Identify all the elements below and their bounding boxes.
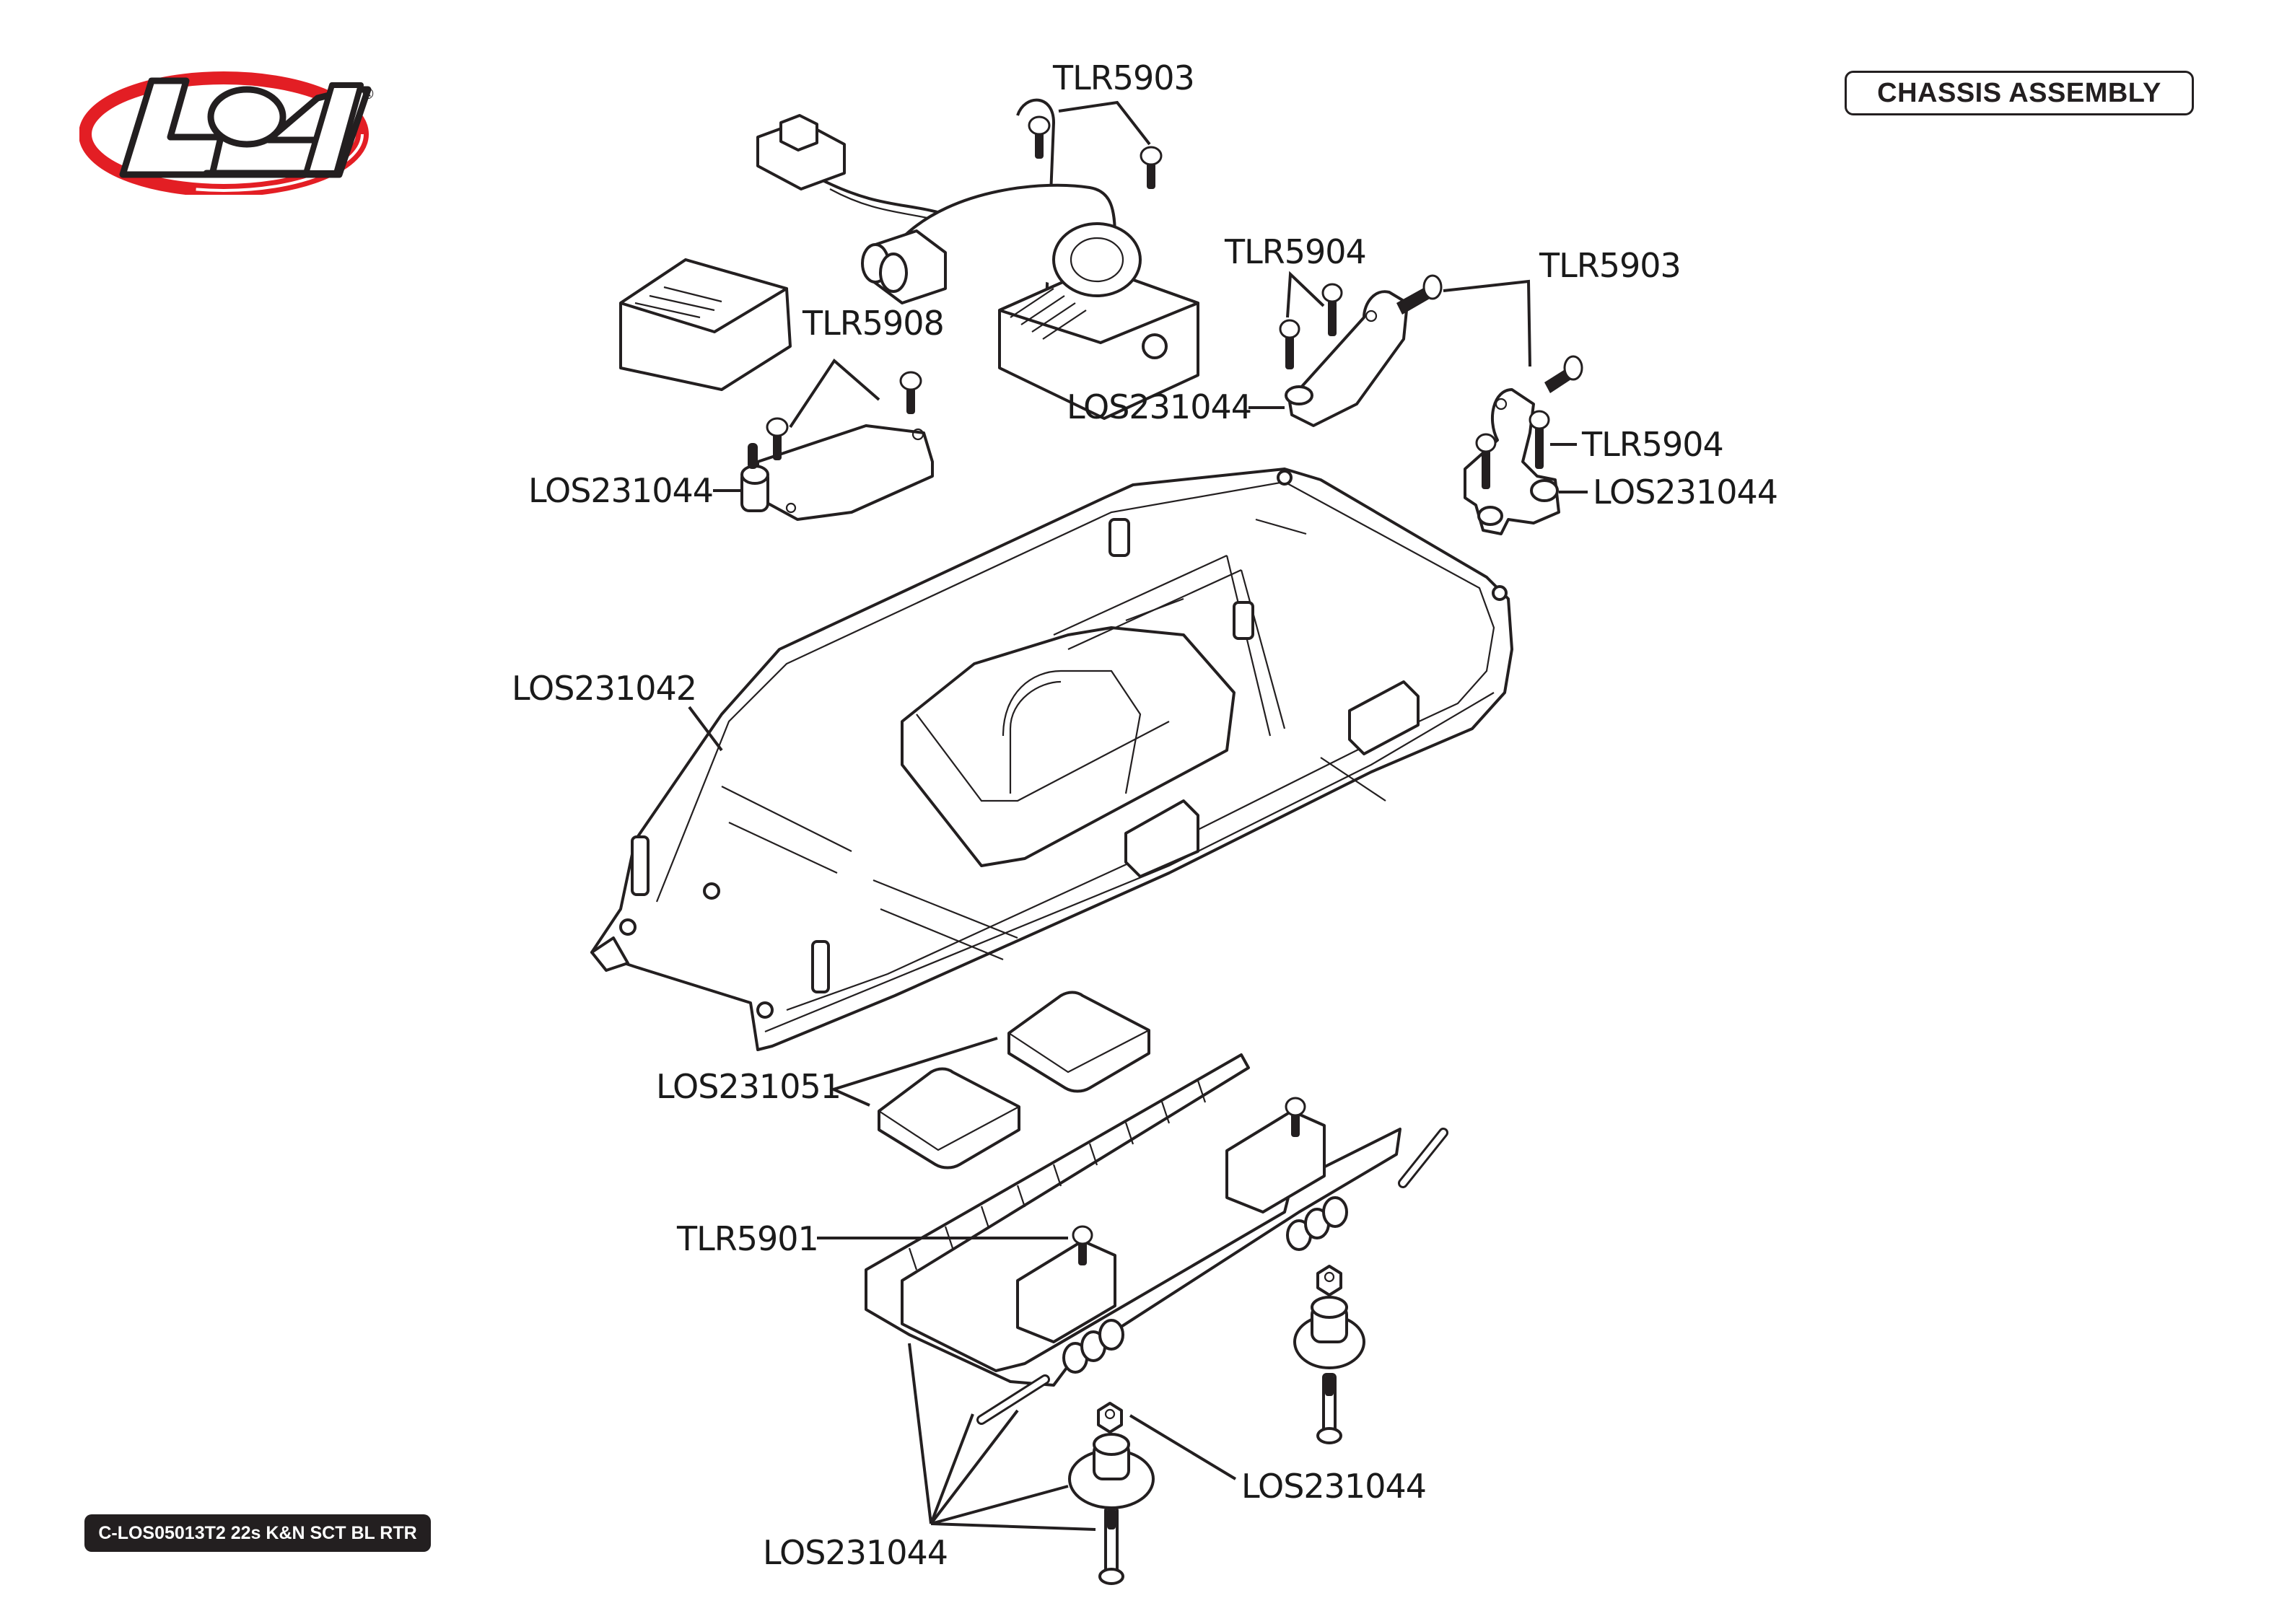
screw-icon — [1321, 283, 1343, 336]
screw-icon — [1279, 319, 1300, 369]
page-title: CHASSIS ASSEMBLY — [1877, 77, 2161, 108]
battery-strap — [865, 1053, 1401, 1387]
callout-label: LOS231042 — [512, 669, 696, 708]
lock-nut-icon — [1097, 1402, 1123, 1434]
esc-assembly — [756, 98, 1199, 420]
section-title-box: CHASSIS ASSEMBLY — [1845, 71, 2194, 115]
shoulder-bolt-icon — [1316, 1373, 1342, 1444]
receiver-tray — [740, 424, 934, 521]
body-mount-right — [1464, 388, 1560, 535]
pin-screw-icon — [1396, 274, 1443, 315]
cam-post — [1068, 1433, 1155, 1509]
callout-label: LOS231044 — [528, 471, 713, 510]
battery-clip — [1124, 680, 1420, 878]
model-code-badge: C-LOS05013T2 22s K&N SCT BL RTR — [84, 1514, 431, 1552]
callout-label: LOS231044 — [1241, 1467, 1426, 1506]
screw-icon — [766, 417, 789, 460]
leader-fan — [908, 1343, 1096, 1531]
chassis-tub — [590, 468, 1513, 1051]
screw-icon — [899, 371, 922, 414]
losi-logo-icon — [79, 71, 372, 197]
foam-pad — [878, 1067, 1020, 1169]
callout-label: TLR5904 — [1581, 425, 1723, 464]
callout-label: TLR5904 — [1224, 232, 1366, 271]
screw-icon — [1072, 1225, 1093, 1265]
model-code: C-LOS05013T2 22s K&N SCT BL RTR — [98, 1522, 417, 1543]
screw-icon — [1529, 410, 1550, 469]
hinge-pin-icon — [1398, 1128, 1448, 1188]
screw-icon — [1475, 433, 1497, 489]
receiver-box — [619, 258, 792, 391]
foam-pad — [1007, 991, 1150, 1093]
lock-nut-icon — [1316, 1265, 1342, 1296]
hinge-pin-icon — [976, 1374, 1050, 1425]
callout-label: LOS231044 — [1593, 473, 1777, 512]
shoulder-bolt-icon — [1098, 1506, 1124, 1585]
callout-label: LOS231044 — [763, 1533, 948, 1572]
set-screw-icon — [748, 443, 758, 469]
screw-icon — [1028, 115, 1051, 159]
callout-label: TLR5901 — [676, 1219, 818, 1258]
callout-label: TLR5908 — [802, 304, 944, 343]
screw-icon — [1140, 146, 1163, 189]
callout-label: LOS231044 — [1067, 387, 1251, 426]
callout-label: LOS231051 — [656, 1067, 841, 1106]
callout-label: TLR5903 — [1052, 58, 1194, 97]
cam-post — [1293, 1296, 1365, 1369]
pin-screw-icon — [1544, 355, 1583, 393]
registered-mark: ® — [361, 85, 375, 102]
callout-label: TLR5903 — [1539, 246, 1681, 285]
body-mount-left — [1285, 290, 1409, 427]
losi-logo — [79, 65, 390, 197]
screw-icon — [1285, 1097, 1306, 1137]
